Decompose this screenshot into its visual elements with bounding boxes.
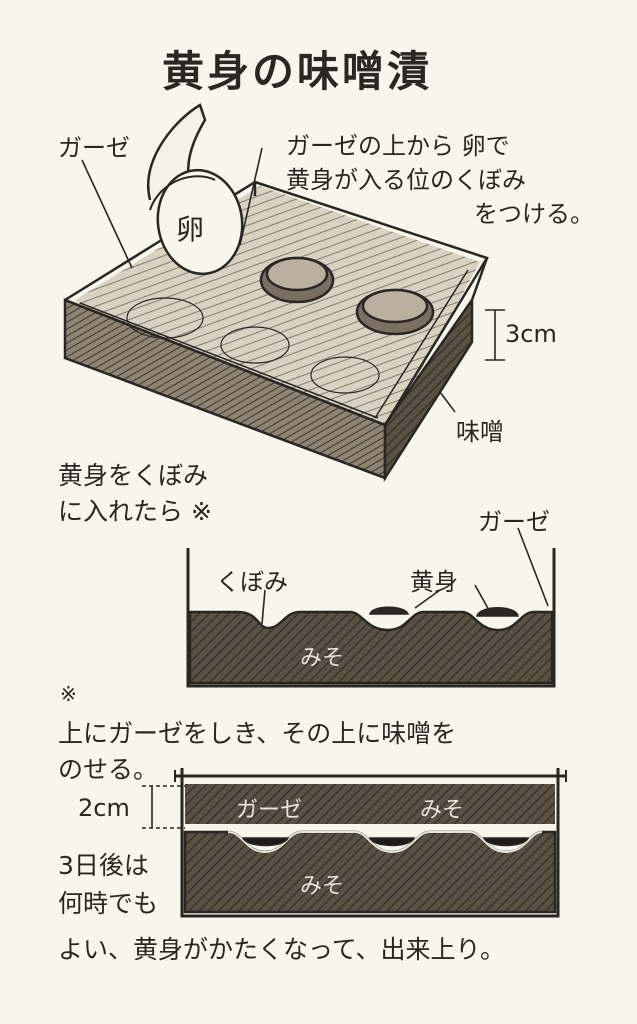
gauze-label-3: ガーゼ bbox=[236, 798, 303, 823]
depth-label-2cm: 2cm bbox=[78, 794, 130, 822]
final-line-2: 何時でも bbox=[58, 889, 159, 918]
note-line-2: のせる。 bbox=[58, 755, 159, 784]
egg-label: 卵 bbox=[176, 213, 205, 246]
gauze-label-2: ガーゼ bbox=[478, 508, 550, 536]
hollow-1 bbox=[259, 256, 335, 304]
container-2 bbox=[186, 548, 556, 688]
gauze-label-1: ガーゼ bbox=[58, 134, 130, 162]
instruction-line-3: をつける。 bbox=[474, 200, 594, 228]
miso-bottom-label: みそ bbox=[300, 874, 345, 899]
note-line-1: 上にガーゼをしき、その上に味噌を bbox=[58, 719, 457, 748]
final-line-1: 3日後は bbox=[58, 851, 149, 880]
page-title: 黄身の味噌漬 bbox=[162, 47, 433, 96]
miso-layer-2 bbox=[188, 610, 554, 685]
hollow-2 bbox=[355, 288, 435, 336]
cross-section-2 bbox=[142, 768, 567, 918]
tray-right-wall bbox=[383, 296, 474, 483]
miso-label-1: 味噌 bbox=[456, 418, 504, 446]
depth-label-3cm: 3cm bbox=[505, 320, 557, 348]
instruction-line-1: ガーゼの上から 卵で bbox=[286, 132, 510, 160]
cross-section-1 bbox=[186, 527, 556, 688]
egg bbox=[156, 168, 244, 276]
miso-label-2: みそ bbox=[300, 646, 345, 671]
container-3 bbox=[180, 768, 560, 918]
step2-line-2: に入れたら ※ bbox=[58, 497, 212, 526]
miso-top-label: みそ bbox=[420, 798, 465, 823]
miso-top-layer bbox=[185, 784, 555, 824]
hand-with-egg bbox=[147, 103, 244, 276]
final-line-3: よい、黄身がかたくなって、出来上り。 bbox=[58, 935, 506, 964]
yolk-label: 黄身 bbox=[410, 568, 458, 596]
tray-3d bbox=[63, 103, 505, 483]
step2-line-1: 黄身をくぼみ bbox=[58, 461, 209, 490]
note-mark: ※ bbox=[60, 682, 77, 706]
hollow-label: くぼみ bbox=[216, 568, 288, 596]
instruction-line-2: 黄身が入る位のくぼみ bbox=[286, 166, 526, 194]
